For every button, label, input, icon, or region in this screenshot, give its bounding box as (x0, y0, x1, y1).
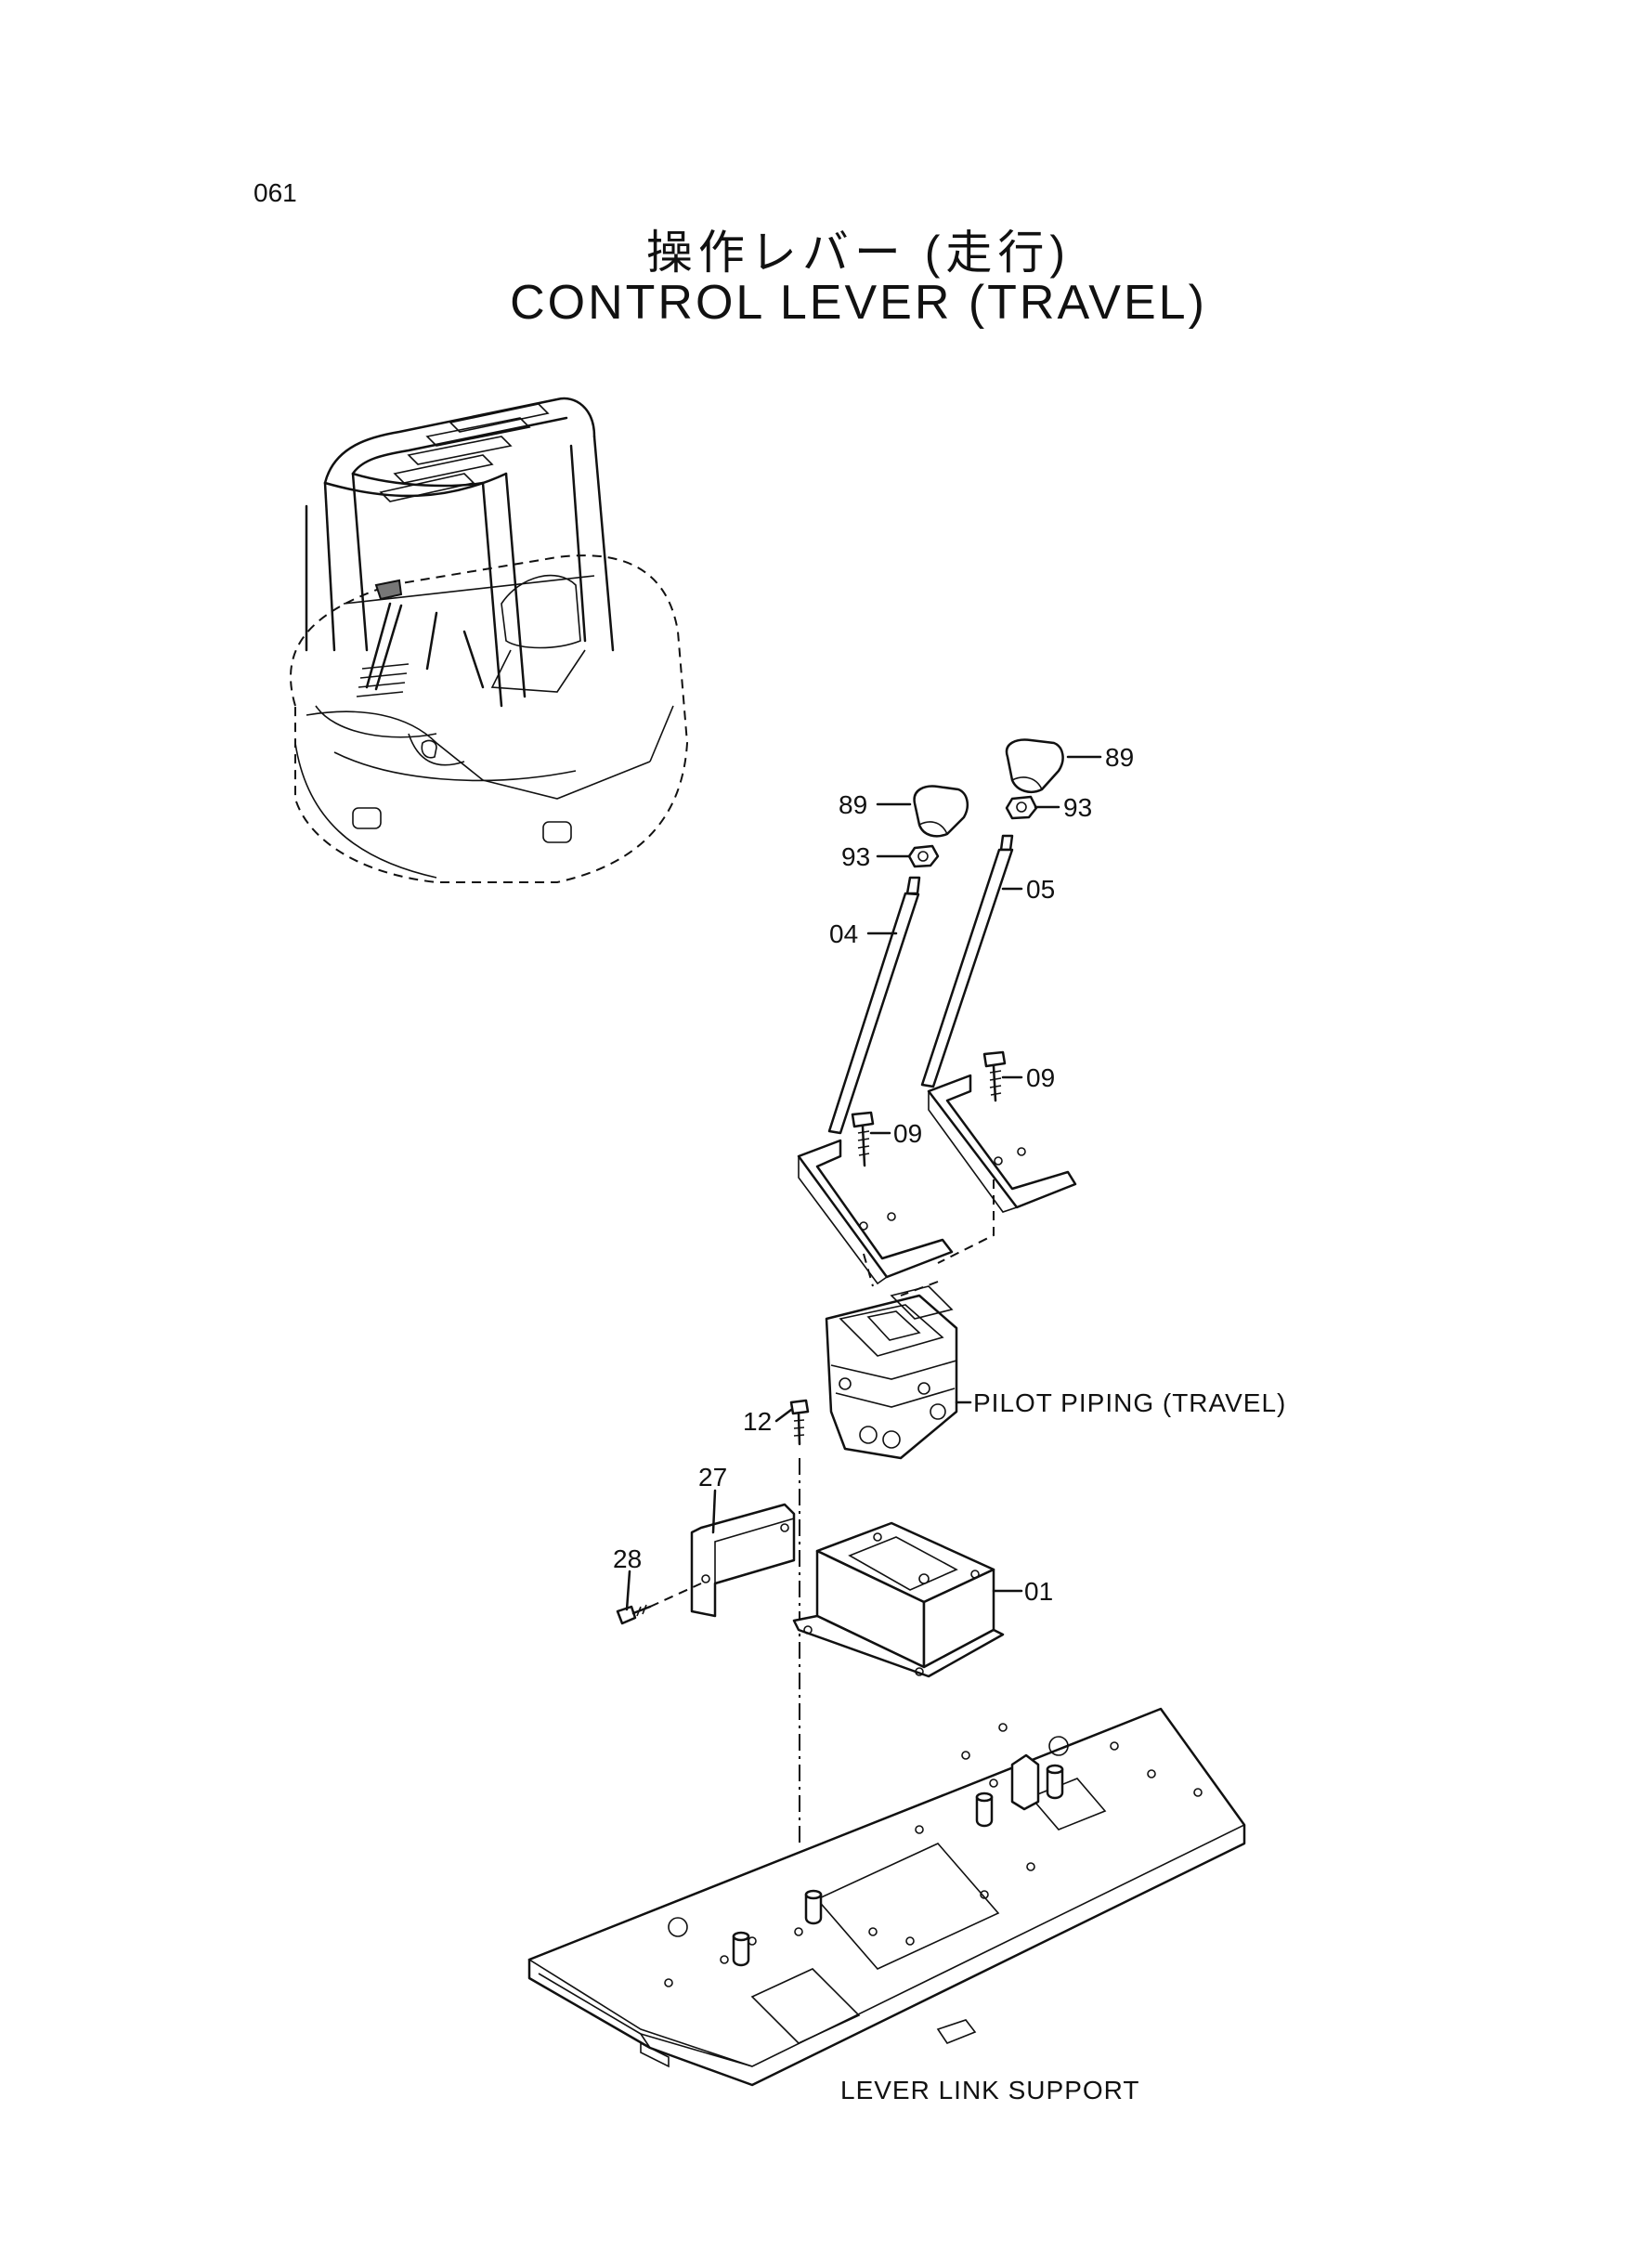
stand-01 (792, 1521, 1005, 1678)
lever-rod-right (920, 834, 1014, 1088)
lever-link-support-plate (527, 1707, 1246, 2087)
bolt-09-left (851, 1111, 875, 1167)
pilot-piping-label: PILOT PIPING (TRAVEL) (973, 1388, 1286, 1417)
callout-01: 01 (1024, 1577, 1053, 1606)
title-japanese: 操作レバー (走行) (645, 227, 1072, 279)
knob-right (1005, 738, 1064, 793)
leader-12 (774, 1408, 793, 1423)
pilot-valve (825, 1285, 958, 1460)
page-number: 061 (254, 178, 297, 207)
callout-93-left: 93 (841, 842, 870, 871)
leader-28 (625, 1570, 631, 1611)
bracket-right (927, 1074, 1077, 1213)
callout-05: 05 (1026, 875, 1055, 904)
nut-right (1005, 795, 1038, 820)
nut-left (907, 844, 940, 868)
callout-04: 04 (829, 919, 858, 948)
callout-89-left: 89 (839, 790, 867, 819)
callout-12: 12 (743, 1407, 772, 1436)
cover-27 (690, 1503, 796, 1618)
excavator-overview-illustration (290, 397, 689, 883)
knob-left (913, 785, 969, 838)
bolt-28 (616, 1583, 702, 1625)
bolt-12 (789, 1399, 810, 1446)
callout-89-right: 89 (1105, 743, 1134, 772)
callout-09-left: 09 (893, 1119, 922, 1148)
callout-09-right: 09 (1026, 1063, 1055, 1092)
callout-27: 27 (698, 1463, 727, 1492)
leader-27 (711, 1489, 717, 1534)
lever-link-support-label: LEVER LINK SUPPORT (840, 2076, 1139, 2104)
title-english: CONTROL LEVER (TRAVEL) (510, 276, 1207, 330)
bracket-left (797, 1139, 954, 1285)
lever-rod-left (827, 876, 921, 1135)
bolt-09-right (982, 1050, 1007, 1102)
callout-28: 28 (613, 1544, 642, 1573)
callout-93-right: 93 (1063, 793, 1092, 822)
